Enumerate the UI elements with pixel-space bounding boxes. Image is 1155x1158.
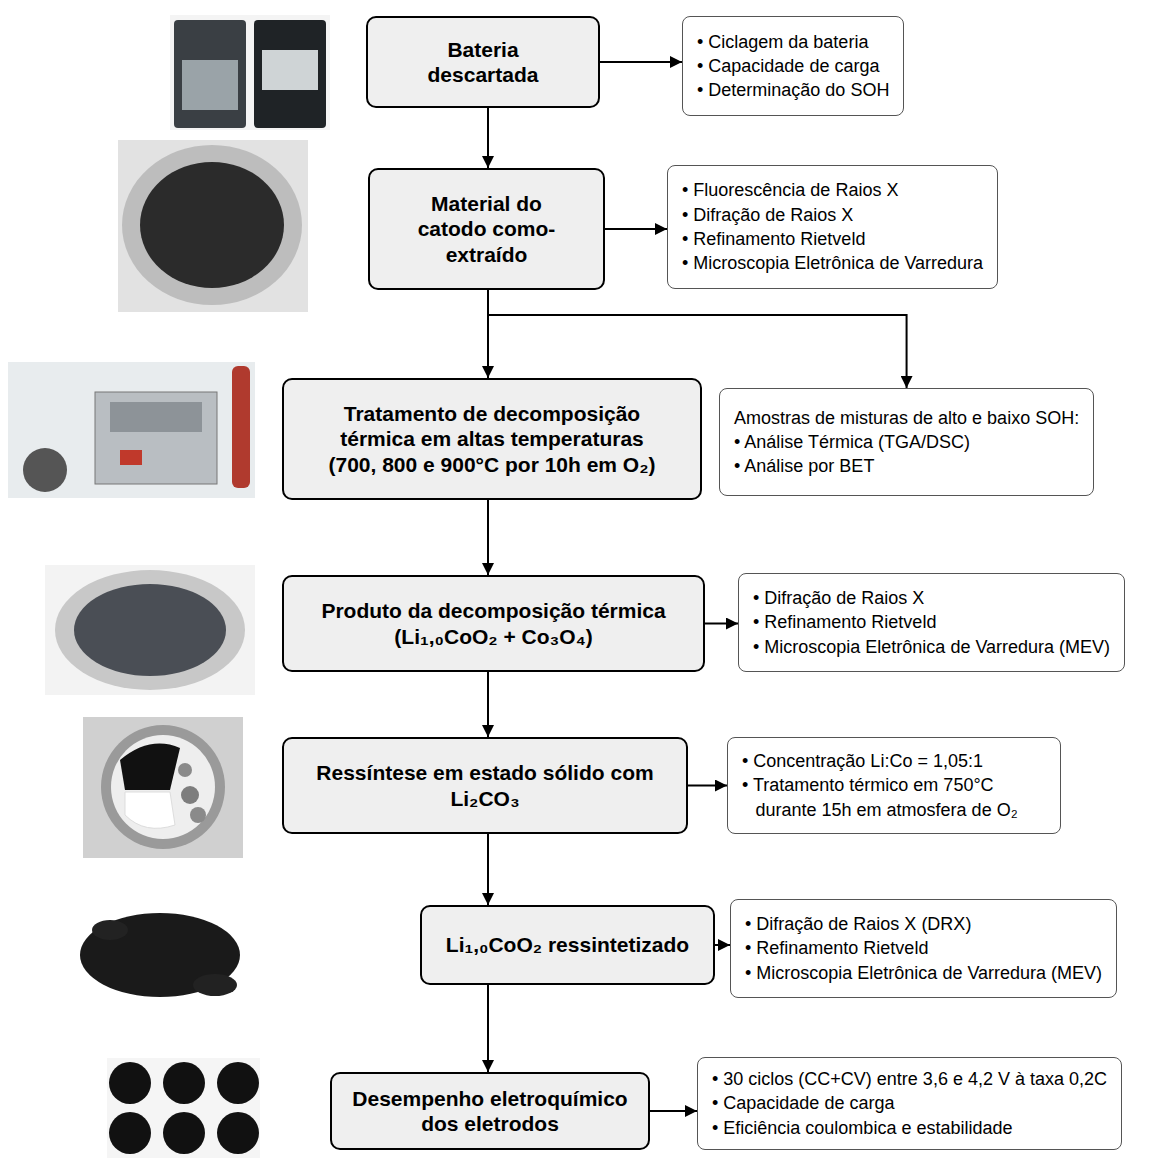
box-text: • Análise Térmica (TGA/DSC) bbox=[734, 430, 970, 454]
process-box: Bateria descartada bbox=[366, 16, 600, 108]
note-box: • Fluorescência de Raios X• Difração de … bbox=[667, 165, 998, 289]
photo-ground bbox=[8, 362, 255, 498]
electrode-disc bbox=[109, 1112, 151, 1154]
photo-ground bbox=[118, 140, 308, 312]
box-text: • Refinamento Rietveld bbox=[753, 610, 936, 634]
box-text: Bateria descartada bbox=[408, 37, 558, 87]
battery-label bbox=[262, 50, 318, 90]
flow-arrow bbox=[600, 61, 682, 63]
white-powder bbox=[125, 792, 175, 828]
box-text: • Fluorescência de Raios X bbox=[682, 178, 898, 202]
gas-cylinder bbox=[232, 366, 250, 488]
powder-pile bbox=[92, 920, 128, 940]
box-text: Material do catodo como-extraído bbox=[412, 191, 562, 267]
note-box: Amostras de misturas de alto e baixo SOH… bbox=[719, 388, 1094, 496]
battery-photo bbox=[174, 20, 246, 128]
box-text: • Refinamento Rietveld bbox=[682, 227, 865, 251]
flow-arrow bbox=[605, 228, 667, 230]
milling-ball bbox=[178, 763, 192, 777]
box-text: • 30 ciclos (CC+CV) entre 3,6 e 4,2 V à … bbox=[712, 1067, 1107, 1091]
flow-arrow bbox=[650, 1110, 697, 1112]
electrode-disc bbox=[163, 1112, 205, 1154]
flow-arrow bbox=[705, 623, 738, 625]
black-powder bbox=[120, 744, 180, 790]
jar-rim bbox=[101, 725, 225, 849]
box-text: Produto da decomposição térmica bbox=[321, 598, 665, 623]
flow-arrow bbox=[487, 985, 489, 1072]
flow-arrow bbox=[487, 108, 489, 168]
bowl-rim bbox=[122, 145, 302, 305]
box-text: • Difração de Raios X bbox=[753, 586, 924, 610]
box-text: • Análise por BET bbox=[734, 454, 874, 478]
jar-inside bbox=[111, 735, 215, 839]
flow-arrow bbox=[487, 834, 489, 905]
box-text: Ressíntese em estado sólido com Li₂CO₃ bbox=[305, 760, 665, 810]
box-text: • Eficiência coulombica e estabilidade bbox=[712, 1116, 1012, 1140]
flow-arrow bbox=[487, 672, 489, 737]
process-box: Produto da decomposição térmica(Li₁,₀CoO… bbox=[282, 575, 705, 672]
box-text: Li₁,₀CoO₂ ressintetizado bbox=[446, 932, 689, 957]
box-text: • Ciclagem da bateria bbox=[697, 30, 868, 54]
electrode-disc bbox=[109, 1062, 151, 1104]
process-box: Desempenho eletroquímico dos eletrodos bbox=[330, 1072, 650, 1150]
powder bbox=[140, 162, 284, 288]
flow-arrow bbox=[715, 944, 730, 946]
powder-pile bbox=[193, 974, 237, 996]
note-box: • Difração de Raios X (DRX)• Refinamento… bbox=[730, 899, 1117, 998]
battery-photo bbox=[254, 20, 326, 128]
box-text: • Difração de Raios X bbox=[682, 203, 853, 227]
box-text: • Microscopia Eletrônica de Varredura (M… bbox=[745, 961, 1102, 985]
box-text: • Microscopia Eletrônica de Varredura (M… bbox=[753, 635, 1110, 659]
powder bbox=[74, 584, 226, 676]
note-box: • Difração de Raios X• Refinamento Rietv… bbox=[738, 573, 1125, 672]
electrode-disc bbox=[163, 1062, 205, 1104]
photo-ground bbox=[107, 1058, 260, 1158]
electrode-disc bbox=[217, 1062, 259, 1104]
box-text: • Capacidade de carga bbox=[697, 54, 879, 78]
box-text: (700, 800 e 900°C por 10h em O₂) bbox=[328, 452, 655, 477]
milling-ball bbox=[190, 807, 206, 823]
process-box: Tratamento de decomposição térmica em al… bbox=[282, 378, 702, 500]
photo-ground bbox=[45, 565, 255, 695]
box-text: • Capacidade de carga bbox=[712, 1091, 894, 1115]
box-text: • Difração de Raios X (DRX) bbox=[745, 912, 971, 936]
box-text: • Refinamento Rietveld bbox=[745, 936, 928, 960]
controller bbox=[120, 450, 142, 465]
flow-arrow bbox=[487, 500, 489, 575]
box-text: Amostras de misturas de alto e baixo SOH… bbox=[734, 406, 1079, 430]
photo-ground bbox=[170, 15, 330, 130]
process-box: Material do catodo como-extraído bbox=[368, 168, 605, 290]
furnace bbox=[95, 392, 217, 484]
note-box: • 30 ciclos (CC+CV) entre 3,6 e 4,2 V à … bbox=[697, 1057, 1122, 1150]
flow-arrow bbox=[488, 290, 907, 388]
box-text: • Concentração Li:Co = 1,05:1 bbox=[742, 749, 983, 773]
photo-ground bbox=[83, 717, 243, 858]
box-text: • Microscopia Eletrônica de Varredura bbox=[682, 251, 983, 275]
powder-pile bbox=[80, 913, 240, 997]
box-text: (Li₁,₀CoO₂ + Co₃O₄) bbox=[394, 624, 592, 649]
process-box: Ressíntese em estado sólido com Li₂CO₃ bbox=[282, 737, 688, 834]
note-box: • Concentração Li:Co = 1,05:1• Tratament… bbox=[727, 737, 1061, 834]
note-box: • Ciclagem da bateria• Capacidade de car… bbox=[682, 16, 904, 116]
bowl-rim bbox=[55, 570, 245, 690]
furnace-tube bbox=[110, 402, 202, 432]
box-text: • Determinação do SOH bbox=[697, 78, 889, 102]
electrode-disc bbox=[217, 1112, 259, 1154]
process-box: Li₁,₀CoO₂ ressintetizado bbox=[420, 905, 715, 985]
box-text: Tratamento de decomposição térmica em al… bbox=[327, 401, 657, 451]
milling-ball bbox=[181, 786, 199, 804]
battery-label bbox=[182, 60, 238, 110]
pump bbox=[23, 448, 67, 492]
box-text: Desempenho eletroquímico dos eletrodos bbox=[348, 1086, 633, 1136]
flow-arrow bbox=[688, 785, 727, 787]
box-text: • Tratamento térmico em 750°C durante 15… bbox=[742, 773, 1046, 822]
